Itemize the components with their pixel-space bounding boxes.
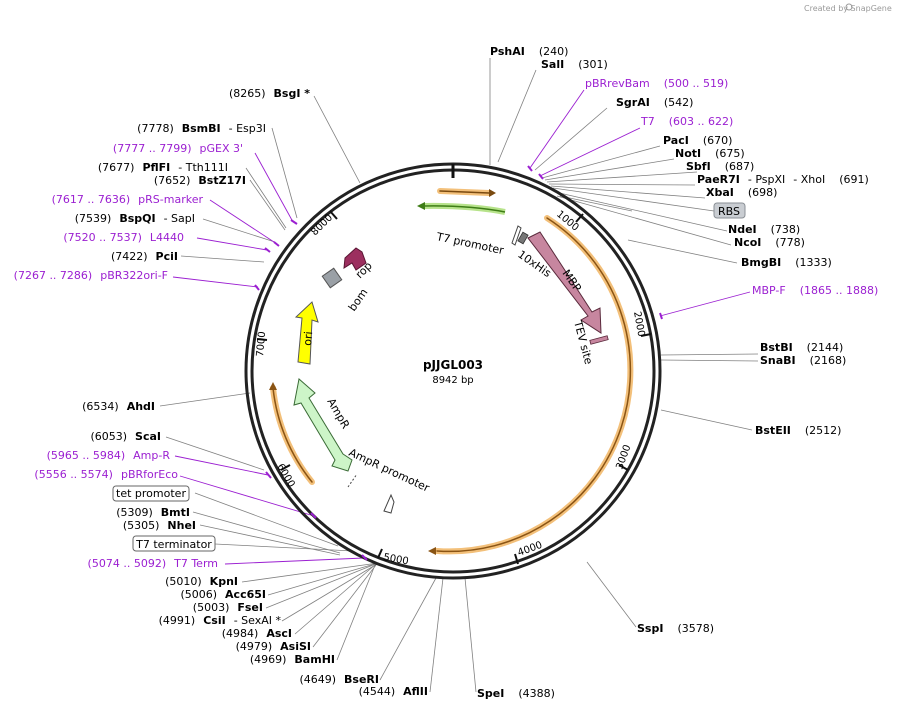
site-label[interactable]: (7422)PciI: [111, 250, 178, 263]
leader-lines: [159, 58, 759, 693]
t7-terminator-box[interactable]: T7 terminator: [132, 535, 216, 552]
rbs-box[interactable]: RBS: [713, 202, 746, 219]
site-label[interactable]: PaeR7I- PspXI- XhoI(691): [697, 173, 869, 186]
site-label[interactable]: SgrAI(542): [616, 96, 693, 109]
site-label[interactable]: (6053)ScaI: [90, 430, 161, 443]
site-label[interactable]: (5003)FseI: [193, 601, 263, 614]
primer-label[interactable]: (7520 .. 7537)L4440: [63, 231, 184, 244]
site-label[interactable]: (4544)AflII: [359, 685, 428, 698]
ampr-label: AmpR: [324, 396, 352, 431]
site-label[interactable]: (7677)PflFI- Tth111I: [98, 161, 228, 174]
primer-label[interactable]: MBP-F(1865 .. 1888): [752, 284, 878, 297]
primer-markers: [254, 165, 663, 561]
tick-marks: [256, 210, 652, 565]
site-label[interactable]: NcoI(778): [734, 236, 805, 249]
snapgene-logo-icon: [845, 3, 853, 11]
site-label[interactable]: (6534)AhdI: [82, 400, 155, 413]
site-label[interactable]: (4979)AsiSI: [236, 640, 311, 653]
site-label[interactable]: SnaBI(2168): [760, 354, 846, 367]
site-label[interactable]: SpeI(4388): [477, 687, 555, 700]
site-label[interactable]: (4991)CsiI- SexAI *: [159, 614, 282, 627]
site-label[interactable]: BmgBI(1333): [741, 256, 832, 269]
primer-labels[interactable]: pBRrevBam(500 .. 519) T7(603 .. 622) MBP…: [14, 77, 879, 570]
site-label[interactable]: PacI(670): [663, 134, 732, 147]
site-label[interactable]: NotI(675): [675, 147, 745, 160]
tick-6000: 6000: [274, 462, 296, 490]
primer-label[interactable]: pBRrevBam(500 .. 519): [585, 77, 728, 90]
t7-promoter-label: T7 promoter: [434, 230, 505, 257]
primer-label[interactable]: (5965 .. 5984)Amp-R: [47, 449, 171, 462]
ori-feature: [294, 301, 319, 365]
site-label[interactable]: SspI(3578): [637, 622, 714, 635]
site-label[interactable]: (4984)AscI: [222, 627, 292, 640]
site-label[interactable]: (5010)KpnI: [165, 575, 238, 588]
tick-7000: 7000: [255, 331, 268, 357]
bom-label: bom: [346, 286, 371, 313]
green-arc: [417, 202, 506, 215]
t7-terminator-label: T7 terminator: [135, 538, 212, 551]
site-label[interactable]: (7652)BstZ17I: [154, 174, 246, 187]
site-label[interactable]: BstEII(2512): [755, 424, 841, 437]
his-tag-feature: [517, 231, 529, 245]
primer-label[interactable]: (7777 .. 7799)pGEX 3': [113, 142, 243, 155]
tev-site-feature: [589, 335, 609, 345]
site-label[interactable]: (7539)BspQI- SapI: [75, 212, 195, 225]
site-label[interactable]: (5006)Acc65I: [180, 588, 266, 601]
plasmid-size: 8942 bp: [432, 375, 473, 386]
site-label[interactable]: SbfI(687): [686, 160, 754, 173]
primer-label[interactable]: (5556 .. 5574)pBRforEco: [34, 468, 178, 481]
tick-2000: 2000: [631, 311, 646, 338]
mbp-feature: [527, 231, 602, 334]
site-label[interactable]: XbaI(698): [706, 186, 777, 199]
ampr-feature: [293, 378, 353, 472]
rop-feature: [343, 247, 367, 271]
tet-promoter-box[interactable]: tet promoter: [112, 485, 190, 502]
t7-promoter-feature: [511, 225, 522, 246]
ampr-promoter-feature: [347, 473, 395, 514]
primer-leader-lines: [172, 89, 751, 565]
ori-label: ori: [301, 331, 315, 346]
site-label[interactable]: BstBI(2144): [760, 341, 843, 354]
bom-feature: [321, 267, 343, 289]
site-label[interactable]: (7778)BsmBI- Esp3I: [137, 122, 266, 135]
primer-label[interactable]: (5074 .. 5092)T7 Term: [88, 557, 218, 570]
tet-promoter-label: tet promoter: [116, 487, 186, 500]
site-labels-left[interactable]: (4544)AflII (4649)BseRI (4969)BamHI (497…: [75, 87, 428, 698]
tick-5000: 5000: [382, 552, 409, 567]
tick-8000: 8000: [309, 212, 335, 238]
site-label[interactable]: (4969)BamHI: [250, 653, 335, 666]
tick-labels: 1000 2000 3000 4000 5000 6000 7000 8000: [255, 209, 646, 568]
site-label[interactable]: (5305)NheI: [123, 519, 196, 532]
rbs-label: RBS: [718, 205, 740, 218]
primer-label[interactable]: (7617 .. 7636)pRS-marker: [52, 193, 204, 206]
orf-arcs: [269, 188, 634, 555]
primer-label[interactable]: (7267 .. 7286)pBR322ori-F: [14, 269, 168, 282]
site-labels[interactable]: PshAI(240) SalI(301) SgrAI(542) PacI(670…: [477, 45, 869, 700]
site-label[interactable]: SalI(301): [541, 58, 608, 71]
plasmid-name: pJJGL003: [423, 358, 483, 372]
watermark: Created by SnapGene: [804, 4, 892, 13]
site-label[interactable]: (5309)BmtI: [116, 506, 190, 519]
site-label[interactable]: (8265)BsgI *: [229, 87, 310, 100]
site-label[interactable]: (4649)BseRI: [299, 673, 379, 686]
site-label[interactable]: PshAI(240): [490, 45, 568, 58]
site-label[interactable]: NdeI(738): [728, 223, 800, 236]
primer-label[interactable]: T7(603 .. 622): [640, 115, 733, 128]
ampr-promoter-label: AmpR promoter: [347, 446, 432, 495]
